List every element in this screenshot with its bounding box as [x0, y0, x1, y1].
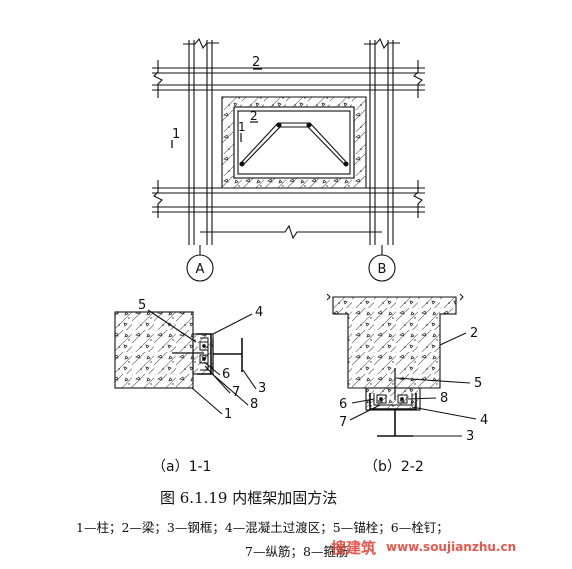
figure-title: 图 6.1.19 内框架加固方法	[160, 489, 338, 507]
detail-b-callout-5: 5	[474, 376, 482, 391]
axis-label-b: B	[378, 262, 387, 277]
plan-inner-label-2: 2	[250, 109, 258, 123]
detail-b-callout-8: 8	[440, 391, 448, 406]
axis-circle-b	[368, 254, 396, 282]
detail-b-callout-7: 7	[339, 415, 347, 430]
leader-a-6	[203, 361, 221, 376]
caption-b: （b）2-2	[364, 459, 424, 475]
caption-a: （a）1-1	[152, 459, 211, 475]
detail-b	[326, 293, 477, 437]
leader-a-8	[209, 371, 249, 406]
detail-a-column	[114, 311, 194, 389]
leader-a-3	[242, 369, 257, 390]
legend-line-2: 7—纵筋；8—箍筋	[245, 544, 349, 559]
plan-view	[152, 37, 425, 282]
axis-circle-a	[186, 254, 214, 282]
detail-a	[114, 309, 257, 415]
watermark-cn: 搜建筑	[331, 539, 377, 557]
steel-frame-inner	[237, 110, 351, 175]
detail-a-callout-4: 4	[255, 305, 263, 320]
leader-a-7	[204, 365, 231, 394]
leader-b-5	[395, 377, 471, 384]
leader-a-4	[212, 313, 253, 335]
leader-b-7	[349, 404, 381, 421]
detail-b-callout-4: 4	[480, 413, 488, 428]
axis-label-a: A	[196, 262, 205, 277]
leader-b-8	[407, 397, 437, 400]
detail-a-transition-zone	[192, 333, 214, 375]
leader-a-5	[147, 309, 197, 343]
plan-inner-label-1: 1	[238, 120, 246, 134]
top-beam	[152, 60, 425, 98]
steel-bracing	[239, 122, 349, 167]
detail-b-callout-3: 3	[466, 429, 474, 444]
detail-a-callout-1: 1	[224, 407, 232, 422]
right-column	[364, 37, 400, 245]
break-line	[200, 224, 382, 240]
detail-a-callout-3: 3	[258, 381, 266, 396]
detail-a-callout-8: 8	[250, 397, 258, 412]
detail-a-callout-6: 6	[222, 367, 230, 382]
plan-section-label-2: 2	[252, 55, 260, 70]
leader-a-1	[191, 387, 223, 415]
left-column	[183, 37, 219, 245]
detail-b-callout-6: 6	[339, 397, 347, 412]
steel-frame-outer	[233, 106, 355, 179]
detail-a-callout-5: 5	[138, 298, 146, 313]
detail-b-callout-2: 2	[470, 326, 478, 341]
watermark-url: www.soujianzhu.cn	[386, 540, 517, 554]
leader-b-2	[439, 332, 467, 346]
detail-a-callout-7: 7	[232, 385, 240, 400]
legend-line-1: 1—柱；2—梁；3—钢框；4—混凝土过渡区；5—锚栓；6—栓钉；	[76, 520, 449, 535]
leader-b-4	[411, 406, 477, 420]
plan-section-label-1: 1	[172, 127, 180, 142]
leader-b-6	[351, 398, 375, 404]
